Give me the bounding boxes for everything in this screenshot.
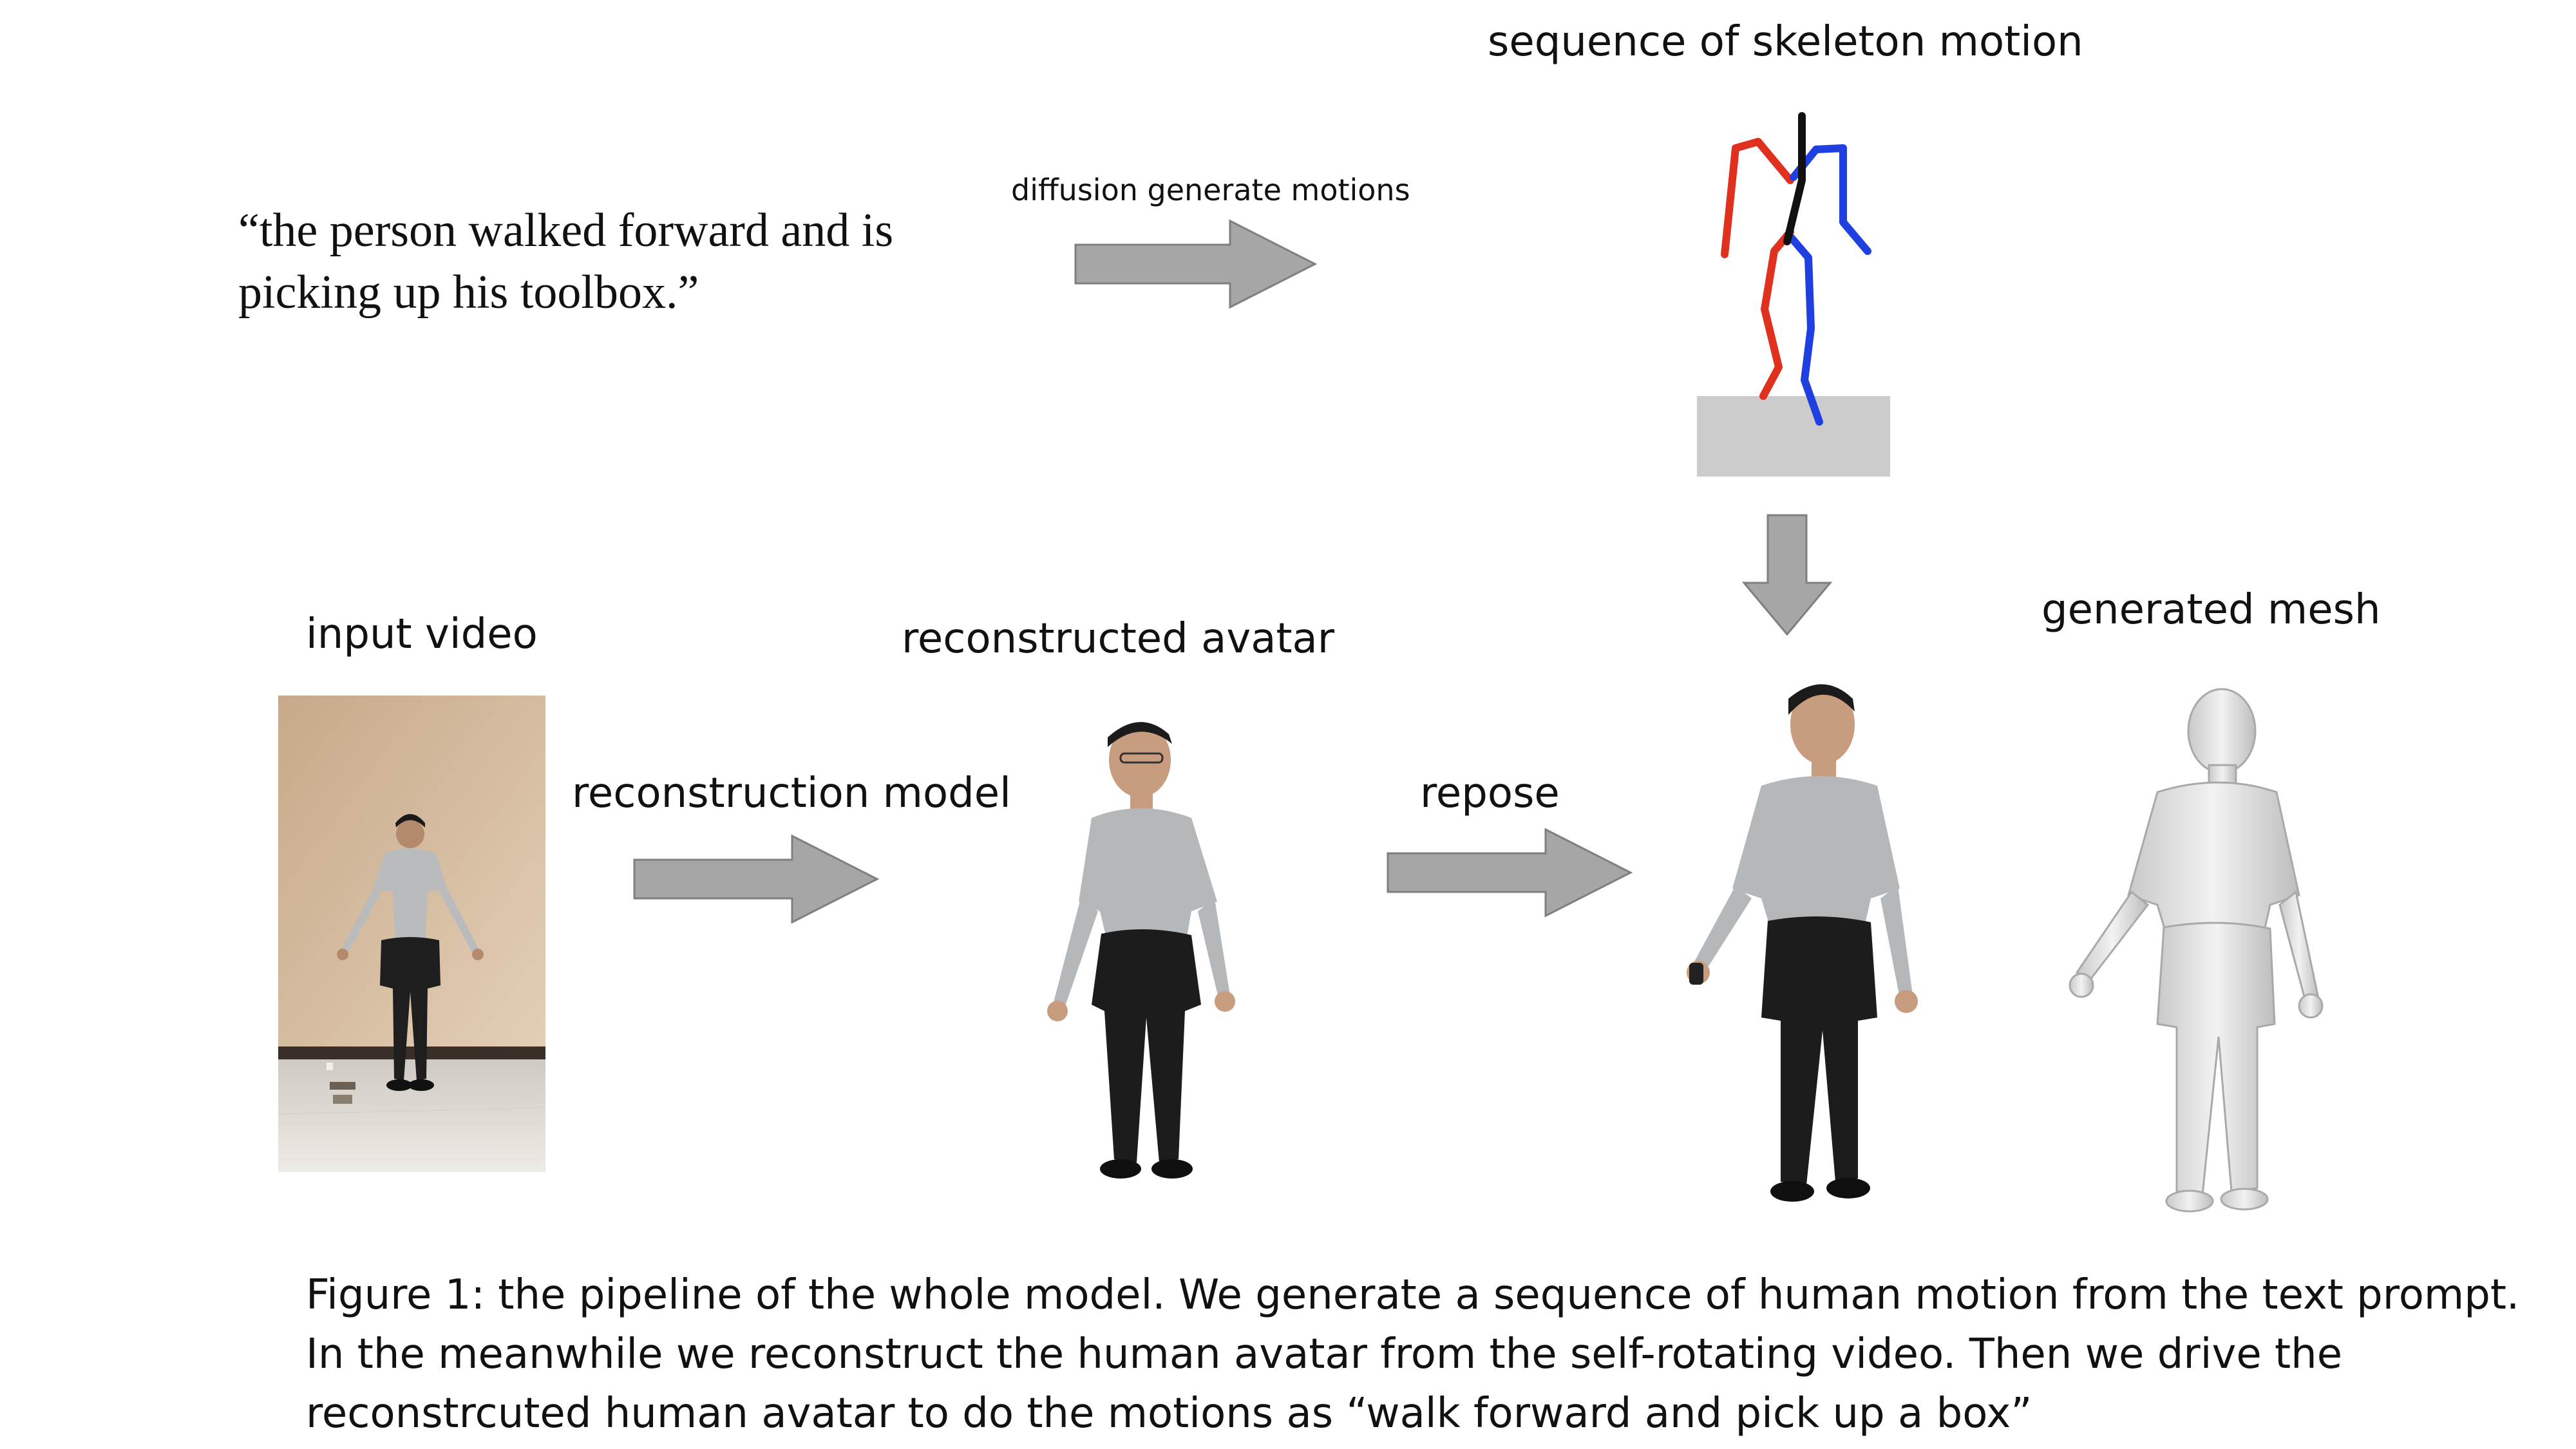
repose-arrow (1387, 828, 1633, 918)
mesh-title: generated mesh (2041, 586, 2381, 634)
skeleton-ground-plane (1697, 396, 1890, 477)
diffusion-arrow (1074, 219, 1318, 309)
skeleton-figure (1697, 112, 1890, 477)
avatar-title: reconstructed avatar (902, 615, 1335, 663)
generated-mesh (2069, 688, 2324, 1213)
reposed-avatar (1687, 684, 1918, 1202)
diffusion-arrow-label: diffusion generate motions (1011, 173, 1410, 207)
input-video-title: input video (306, 611, 538, 658)
figure-caption: Figure 1: the pipeline of the whole mode… (306, 1271, 2520, 1437)
skeleton-left-arm (1721, 138, 1794, 258)
skeleton-right-arm (1790, 144, 1871, 255)
repose-arrow-label: repose (1420, 770, 1560, 817)
skeleton-spine (1783, 112, 1806, 245)
down-arrow (1741, 514, 1833, 636)
reconstruction-arrow-label: reconstruction model (572, 770, 1011, 817)
skeleton-left-leg (1759, 228, 1794, 400)
skeleton-right-leg (1785, 231, 1823, 426)
skeleton-title: sequence of skeleton motion (1488, 18, 2083, 66)
reconstruction-arrow (633, 834, 880, 924)
input-video-frame (278, 696, 545, 1172)
reconstructed-avatar (1047, 722, 1235, 1179)
text-prompt: “the person walked forward and is pickin… (238, 204, 894, 319)
